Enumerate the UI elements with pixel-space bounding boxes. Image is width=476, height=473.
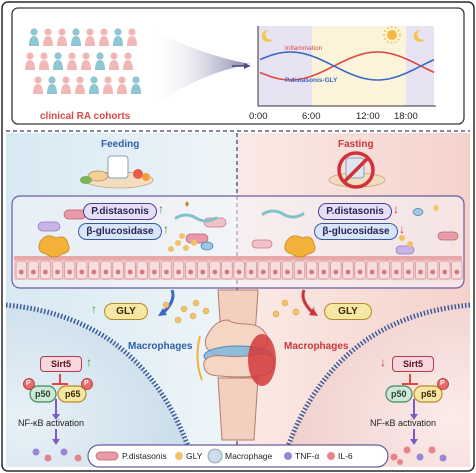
serum-gly-dots [162, 299, 300, 324]
arrow-right-icon [244, 63, 250, 69]
circadian-plot [257, 26, 436, 107]
feeding-p-right-label: P [84, 380, 89, 387]
feeding-sirt5-pill: Sirt5 [40, 356, 82, 372]
feeding-sirt5-up-arrow: ↑ [86, 355, 92, 369]
feeding-pdistasonis-up-arrow: ↑ [158, 202, 164, 216]
pgly-curve [259, 51, 435, 81]
fasting-macrophages-label: Macrophages [284, 341, 349, 352]
legend-pdistasonis-icon [95, 451, 119, 461]
glucosidase-enzyme-icon [38, 235, 70, 258]
fasting-sirt5-pill: Sirt5 [392, 356, 434, 372]
feeding-glucosidase-up-arrow: ↑ [163, 222, 169, 236]
legend-tnf-icon [284, 452, 292, 460]
feeding-nfkb-label: NF-κB activation [18, 418, 85, 428]
legend-box [87, 444, 389, 468]
pathway-arrows [52, 374, 418, 445]
inflammation-curve [259, 51, 435, 81]
fasting-glucosidase-down-arrow: ↓ [399, 222, 405, 236]
fasting-gly-pill: GLY [324, 303, 372, 320]
legend-gly-icon [175, 452, 183, 460]
moon-icon [413, 29, 425, 42]
fasting-title: Fasting [338, 139, 374, 150]
no-food-icon [328, 151, 386, 189]
feeding-p50-label: p50 [35, 389, 51, 399]
legend-gly-label: GLY [186, 451, 203, 461]
inflammation-label: Inflammation [285, 45, 323, 52]
food-plate-icon [80, 155, 154, 189]
feeding-pdistasonis-pill: P.distasonis [83, 203, 157, 220]
people-crowd-icon [25, 28, 141, 94]
nfkb-complex-left [23, 378, 93, 403]
fan-gradient [150, 28, 250, 108]
intestinal-epithelium [14, 256, 463, 280]
time-tick-3: 18:00 [394, 111, 418, 122]
legend-macrophage-icon [207, 448, 223, 464]
feeding-p65-label: p65 [65, 389, 81, 399]
legend-il6-icon [327, 452, 335, 460]
fasting-pdistasonis-pill: P.distasonis [318, 203, 392, 220]
cohort-label: clinical RA cohorts [40, 111, 131, 122]
feeding-gly-pill: GLY [104, 303, 148, 320]
fasting-p-label: P [440, 380, 445, 387]
pgly-label: P.distasonis-GLY [285, 77, 338, 84]
macrophage-cell-right [281, 305, 470, 467]
legend-macrophage-label: Macrophage [225, 451, 273, 461]
feeding-p-left-label: P [26, 380, 31, 387]
bacteria-group [37, 201, 459, 258]
fasting-pdistasonis-down-arrow: ↓ [393, 202, 399, 216]
time-tick-1: 6:00 [302, 111, 321, 122]
feeding-glucosidase-pill: β-glucosidase [78, 223, 162, 240]
knee-joint-icon [196, 289, 276, 441]
fasting-sirt5-down-arrow: ↓ [380, 355, 386, 369]
fasting-p65-label: p65 [421, 389, 437, 399]
legend-il6-label: IL-6 [338, 451, 353, 461]
fasting-gly-down-arrow: ↓ [311, 302, 317, 316]
time-tick-0: 0:00 [249, 111, 268, 122]
fasting-glucosidase-pill: β-glucosidase [314, 223, 398, 240]
legend-tnf-label: TNF-α [295, 451, 320, 461]
feeding-macrophages-label: Macrophages [128, 341, 193, 352]
feeding-gly-up-arrow: ↑ [91, 302, 97, 316]
glucosidase-enzyme-icon [284, 235, 316, 258]
feeding-title: Feeding [101, 139, 140, 150]
time-tick-2: 12:00 [356, 111, 380, 122]
fasting-p50-label: p50 [391, 389, 407, 399]
fasting-nfkb-label: NF-κB activation [370, 418, 437, 428]
moon-icon [261, 29, 273, 42]
macrophage-cell-left [6, 305, 195, 467]
nfkb-complex-right [385, 378, 449, 403]
sun-icon [383, 26, 401, 44]
legend-pdistasonis-label: P.distasonis [122, 451, 167, 461]
